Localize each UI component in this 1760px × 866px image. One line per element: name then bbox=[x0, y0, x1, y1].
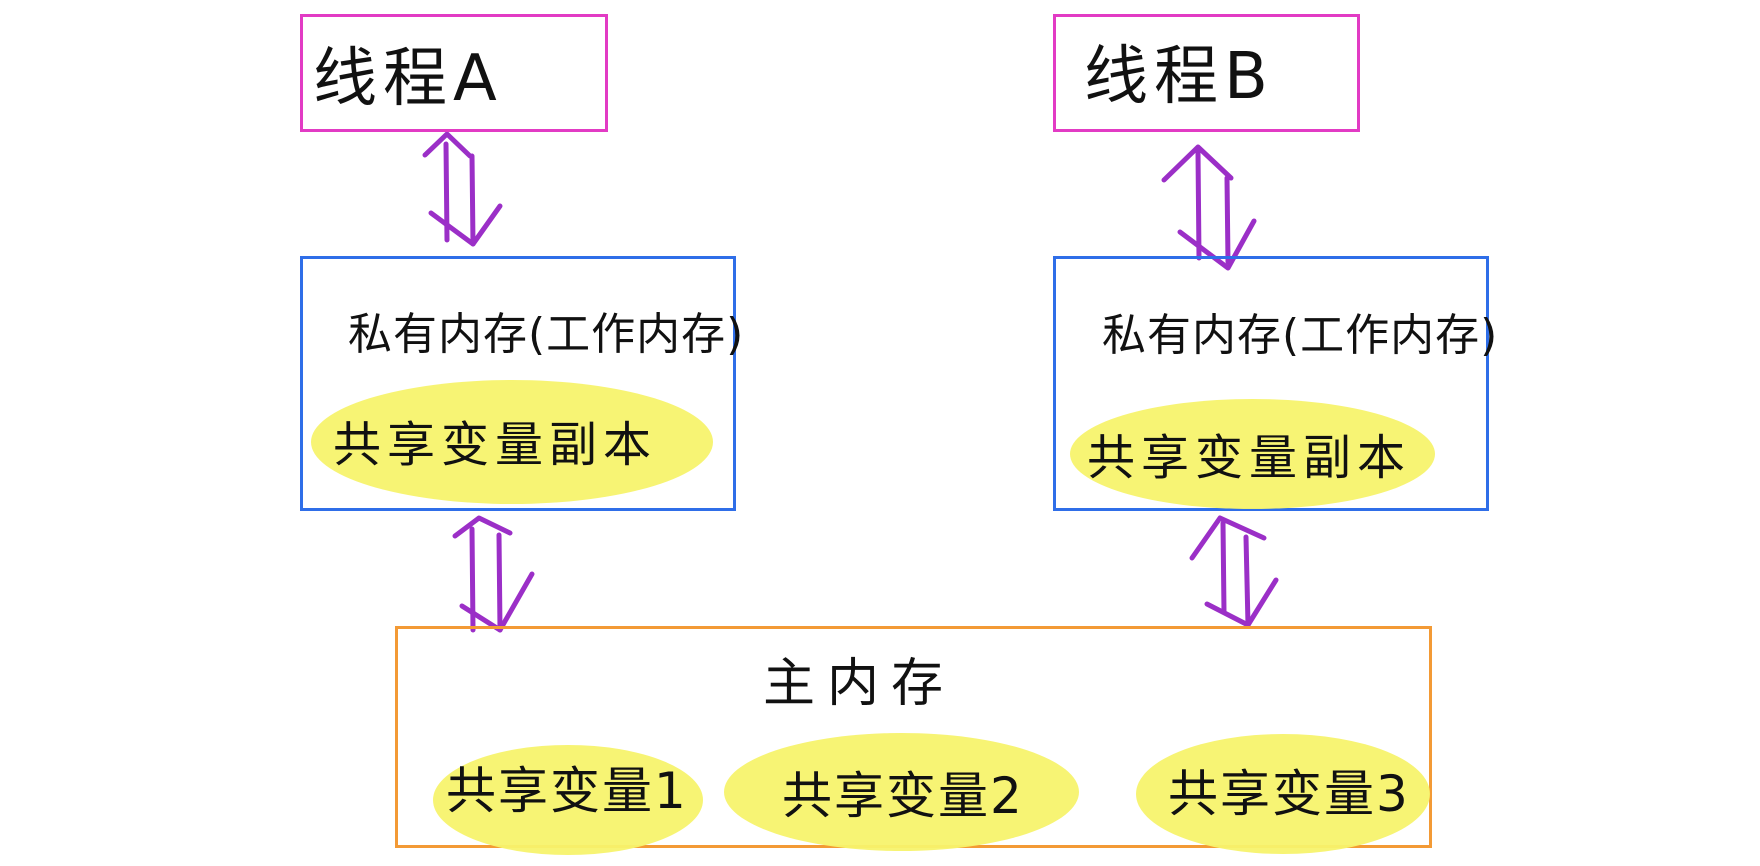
thread-b-working-memory-box: 私有内存(工作内存) 共享变量副本 bbox=[1053, 256, 1497, 511]
thread-a-title: 线程A bbox=[313, 42, 503, 116]
thread-b-working-memory-title: 私有内存(工作内存) bbox=[1102, 310, 1499, 361]
thread-a-working-memory-title: 私有内存(工作内存) bbox=[348, 309, 745, 360]
main-memory-box: 主内存 共享变量1 共享变量2 共享变量3 bbox=[395, 626, 1432, 855]
shared-variable-1-label: 共享变量1 bbox=[446, 762, 688, 820]
thread-b-title: 线程B bbox=[1084, 40, 1274, 114]
shared-variable-1-highlight bbox=[433, 745, 703, 855]
shared-variable-2-label: 共享变量2 bbox=[782, 767, 1024, 825]
shared-variable-2-highlight bbox=[724, 733, 1079, 851]
thread-a-shared-copy-highlight bbox=[311, 380, 713, 504]
thread-a-to-working-memory-arrow bbox=[422, 131, 503, 247]
shared-variable-3-highlight bbox=[1136, 734, 1430, 854]
thread-b-to-working-memory-arrow bbox=[1161, 144, 1257, 271]
main-memory-title: 主内存 bbox=[763, 654, 956, 714]
thread-a-shared-copy-label: 共享变量副本 bbox=[333, 417, 658, 473]
thread-b-working-memory-to-main-memory-arrow bbox=[1189, 515, 1279, 628]
thread-b-shared-copy-highlight bbox=[1070, 399, 1435, 509]
thread-b-shared-copy-label: 共享变量副本 bbox=[1087, 430, 1412, 486]
shared-variable-3-label: 共享变量3 bbox=[1168, 765, 1410, 823]
thread-a-box: 线程A bbox=[300, 14, 608, 132]
thread-a-working-memory-box: 私有内存(工作内存) 共享变量副本 bbox=[300, 256, 743, 511]
thread-a-working-memory-to-main-memory-arrow bbox=[452, 515, 535, 633]
thread-b-box: 线程B bbox=[1053, 14, 1360, 132]
